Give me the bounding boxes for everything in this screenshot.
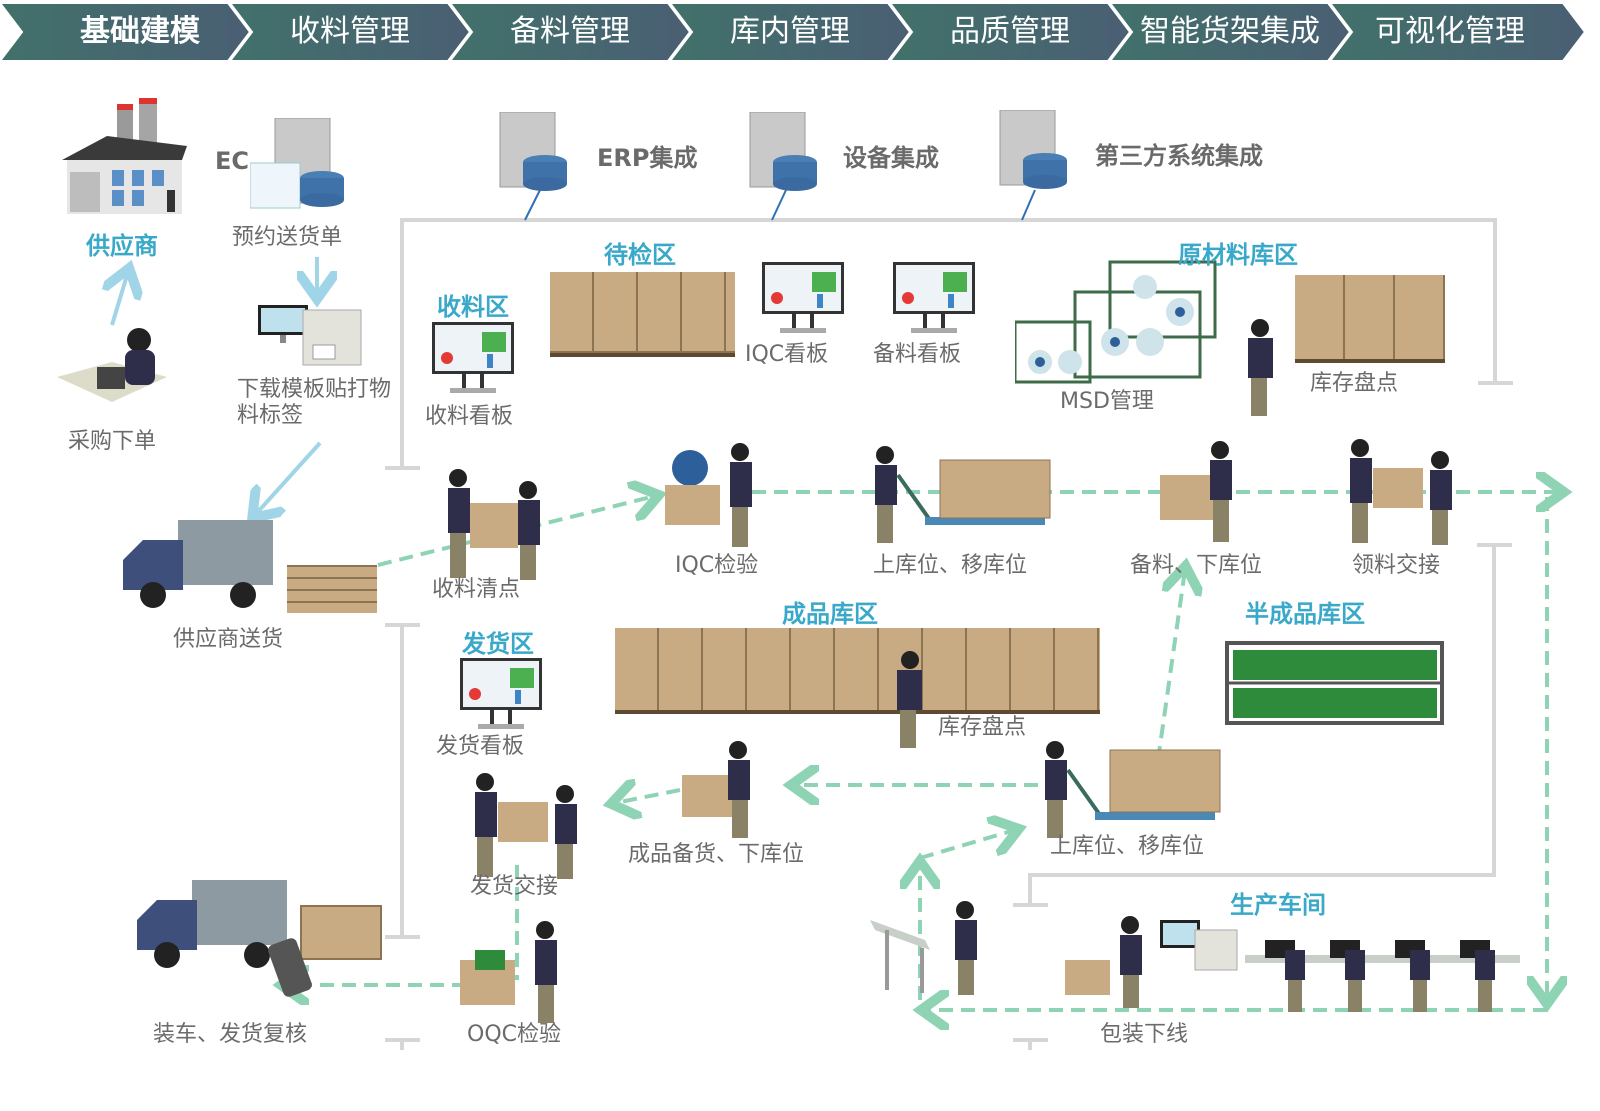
label-prep-board: 备料看板	[873, 342, 962, 367]
receiving-dashboard-icon	[432, 322, 514, 393]
label-putaway-move-1: 上库位、移库位	[873, 553, 1028, 578]
equipment-integration-label: 设备集成	[843, 144, 939, 172]
flow-semi-to-prep	[1156, 570, 1185, 761]
raw-material-boxes-icon	[1295, 275, 1445, 363]
nav-step-warehouse[interactable]: 库内管理	[730, 14, 850, 49]
loading-boxes-icon	[300, 905, 382, 960]
nav-step-material-prep[interactable]: 备料管理	[510, 14, 630, 49]
equipment-server-icon	[749, 112, 817, 191]
nav-chevron-segment	[1108, 3, 1352, 61]
process-nav-bar: 基础建模 收料管理 备料管理 库内管理 品质管理 智能货架集成 可视化管理	[0, 3, 1600, 61]
raw-stocktake-worker-icon	[1248, 319, 1273, 416]
label-prep-pick: 备料、下库位	[1130, 553, 1263, 578]
nav-step-smart-shelf[interactable]: 智能货架集成	[1140, 14, 1320, 49]
label-receiving-board: 收料看板	[425, 404, 514, 429]
label-iqc-inspection: IQC检验	[675, 553, 759, 578]
nav-chevrons	[0, 3, 1587, 61]
label-shipping-board: 发货看板	[436, 734, 525, 759]
zone-shipping: 发货区	[462, 630, 534, 658]
erp-link	[524, 189, 541, 221]
label-print-labels-2: 料标签	[237, 403, 304, 428]
label-receiving-count: 收料清点	[432, 577, 521, 602]
label-print-labels-1: 下载模板贴打物	[237, 377, 392, 402]
prep-dashboard-icon	[893, 262, 975, 333]
label-oqc-inspection: OQC检验	[467, 1022, 561, 1047]
third-party-server-icon	[999, 110, 1067, 189]
label-stocktake-raw: 库存盘点	[1310, 371, 1399, 396]
nav-step-basic-modeling[interactable]: 基础建模	[80, 14, 200, 49]
fg-stocktake-worker-icon	[897, 651, 922, 748]
iqc-inspector-icon	[665, 443, 752, 547]
delivered-boxes-icon	[287, 565, 377, 613]
equipment-link	[771, 189, 787, 221]
flow-fg-pick-to-ship	[615, 790, 681, 803]
erp-integration-label: ERP集成	[597, 144, 698, 172]
bracket-top	[400, 218, 1497, 468]
nav-chevron-segment	[228, 3, 472, 61]
putaway-pallet-jack-icon	[875, 446, 1051, 543]
label-printer-icon	[258, 305, 362, 366]
packing-station-icon	[870, 901, 977, 995]
shipping-truck-icon	[137, 880, 287, 968]
zone-supplier: 供应商	[86, 232, 158, 260]
nav-step-visualization[interactable]: 可视化管理	[1375, 14, 1525, 49]
label-reserve-delivery: 预约送货单	[232, 225, 343, 250]
zone-pending-inspection: 待检区	[604, 241, 676, 269]
label-load-verify: 装车、发货复核	[153, 1022, 308, 1047]
pending-inspection-boxes-icon	[550, 272, 735, 357]
label-msd: MSD管理	[1060, 389, 1154, 414]
nav-chevron-segment	[448, 3, 692, 61]
nav-chevron-segment	[668, 3, 912, 61]
handover-workers-icon	[1350, 439, 1452, 545]
third-party-integration-label: 第三方系统集成	[1095, 142, 1263, 170]
flow-to-putaway	[919, 830, 1015, 860]
nav-chevron-segment	[888, 3, 1132, 61]
picking-worker-icon	[1160, 441, 1232, 542]
finished-goods-boxes-icon	[615, 628, 1100, 714]
erp-server-icon	[499, 112, 567, 191]
zone-workshop: 生产车间	[1230, 891, 1326, 919]
fg-picking-worker-icon	[682, 741, 750, 838]
label-putaway-move-2: 上库位、移库位	[1050, 834, 1205, 859]
zone-receiving: 收料区	[437, 293, 509, 321]
assembly-line-icon	[1245, 940, 1520, 1012]
bracket-right	[1028, 545, 1496, 905]
label-material-handover: 领料交接	[1352, 553, 1441, 578]
zone-raw-material: 原材料库区	[1178, 241, 1298, 269]
iqc-dashboard-icon	[762, 262, 844, 333]
semi-finished-rack-icon	[1225, 641, 1444, 725]
nav-chevron-segment	[0, 3, 252, 61]
ec-system-label: EC	[215, 147, 250, 175]
label-fg-prep-pick: 成品备货、下库位	[628, 842, 805, 867]
ec-server-icon	[250, 118, 344, 209]
label-supplier-delivery: 供应商送货	[173, 627, 284, 652]
purchaser-icon	[57, 328, 167, 402]
zone-finished-goods: 成品库区	[782, 600, 878, 628]
label-station-icon	[1065, 916, 1238, 1008]
label-stocktake-fg: 库存盘点	[938, 715, 1027, 740]
shipping-dashboard-icon	[460, 658, 542, 729]
label-iqc-board: IQC看板	[745, 342, 829, 367]
order-to-supplier-arrow	[112, 272, 128, 326]
label-purchase-order: 采购下单	[68, 429, 157, 454]
nav-step-quality[interactable]: 品质管理	[950, 14, 1070, 49]
nav-step-receiving[interactable]: 收料管理	[290, 14, 410, 49]
print-to-truck-arrow	[255, 441, 322, 515]
shipping-handover-workers-icon	[475, 773, 577, 879]
label-packing-offline: 包装下线	[1100, 1022, 1189, 1047]
msd-rack-icon	[1015, 260, 1217, 384]
third-party-link	[1021, 189, 1036, 221]
nav-chevron-segment	[1328, 3, 1587, 61]
factory-icon	[62, 98, 187, 214]
oqc-inspector-icon	[460, 921, 557, 1023]
zone-semi-finished: 半成品库区	[1245, 600, 1365, 628]
fg-putaway-pallet-jack-icon	[1045, 741, 1221, 838]
label-shipping-handover: 发货交接	[470, 874, 559, 899]
delivery-truck-icon	[123, 520, 273, 608]
receiving-workers-icon	[448, 469, 540, 580]
